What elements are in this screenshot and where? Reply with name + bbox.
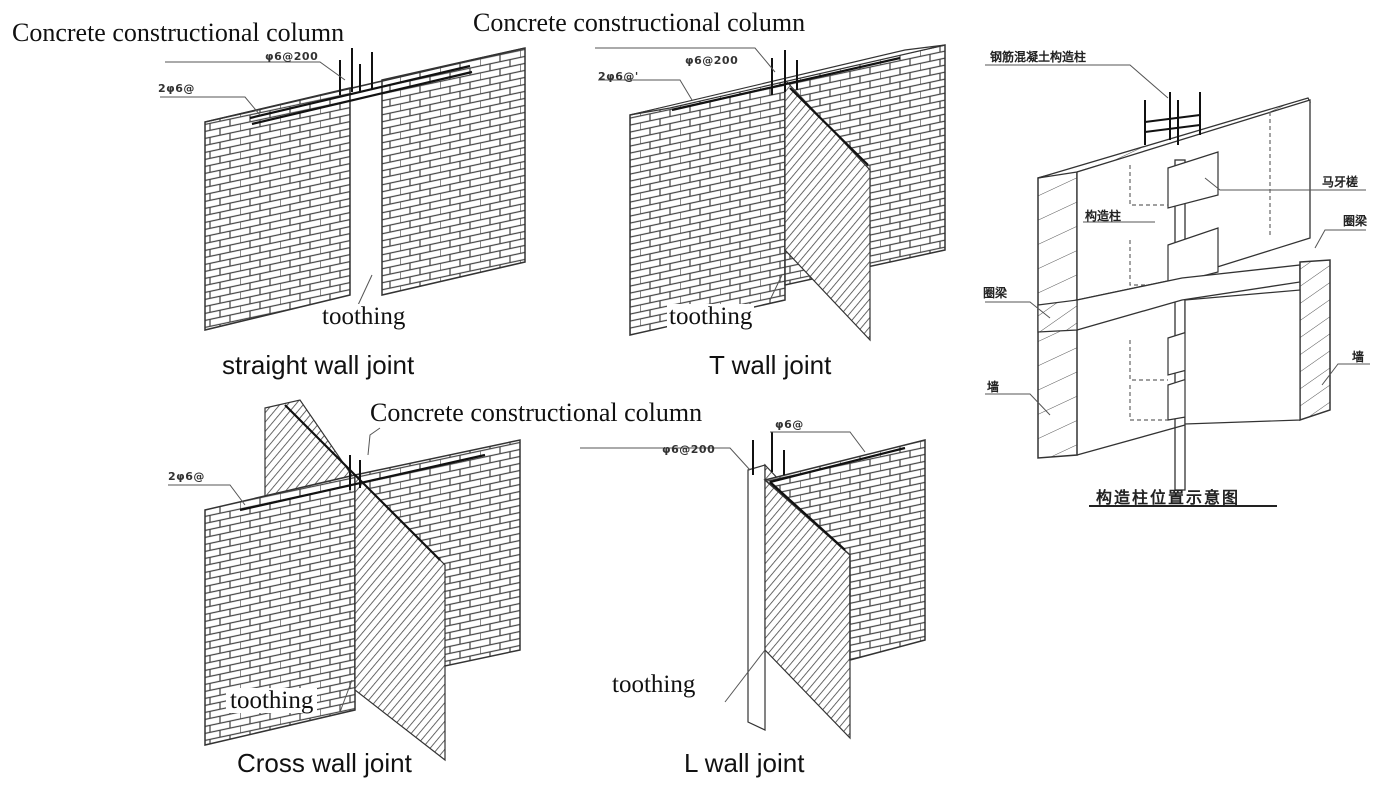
rebar-label-t-tie: 2φ6@': [598, 70, 639, 83]
toothing-label-t: toothing: [667, 303, 755, 330]
schematic-label-ring-beam-right: 圈梁: [1343, 214, 1368, 228]
l-wall-drawing: [580, 431, 926, 740]
caption-cross-wall-joint: Cross wall joint: [233, 748, 416, 778]
rebar-label-cross-tie: 2φ6@: [168, 470, 205, 483]
toothing-label-l: toothing: [608, 672, 700, 697]
column-label-cross: Concrete constructional column: [370, 398, 703, 427]
caption-t-wall-joint: T wall joint: [705, 350, 836, 380]
rebar-label-l-stirrup: φ6@200: [662, 443, 716, 456]
toothing-label-straight: toothing: [320, 303, 408, 330]
rebar-label-straight-tie: 2φ6@: [158, 82, 195, 95]
straight-wall-drawing: [160, 47, 526, 331]
schematic-drawing: [985, 64, 1370, 507]
schematic-label-ring-beam-left: 圈梁: [983, 286, 1008, 300]
schematic-label-toothing: 马牙槎: [1322, 175, 1359, 189]
schematic-label-wall-right: 墙: [1352, 350, 1365, 364]
cross-wall-drawing: [168, 399, 521, 762]
toothing-label-cross: toothing: [226, 688, 318, 713]
caption-l-wall-joint: L wall joint: [680, 748, 809, 778]
t-wall-drawing: [595, 44, 946, 342]
caption-straight-wall-joint: straight wall joint: [218, 350, 419, 380]
rebar-label-l-tie: φ6@: [775, 418, 804, 431]
rebar-label-t-stirrup: φ6@200: [685, 54, 739, 67]
schematic-label-column: 构造柱: [1085, 209, 1122, 223]
column-label-t: Concrete constructional column: [473, 8, 806, 37]
schematic-title: 构造柱位置示意图: [1096, 488, 1241, 507]
rebar-label-straight-stirrup: φ6@200: [265, 50, 319, 63]
column-label-straight: Concrete constructional column: [12, 18, 345, 47]
schematic-label-wall-left: 墙: [987, 380, 1000, 394]
schematic-label-rc-column: 钢筋混凝土构造柱: [990, 50, 1087, 64]
